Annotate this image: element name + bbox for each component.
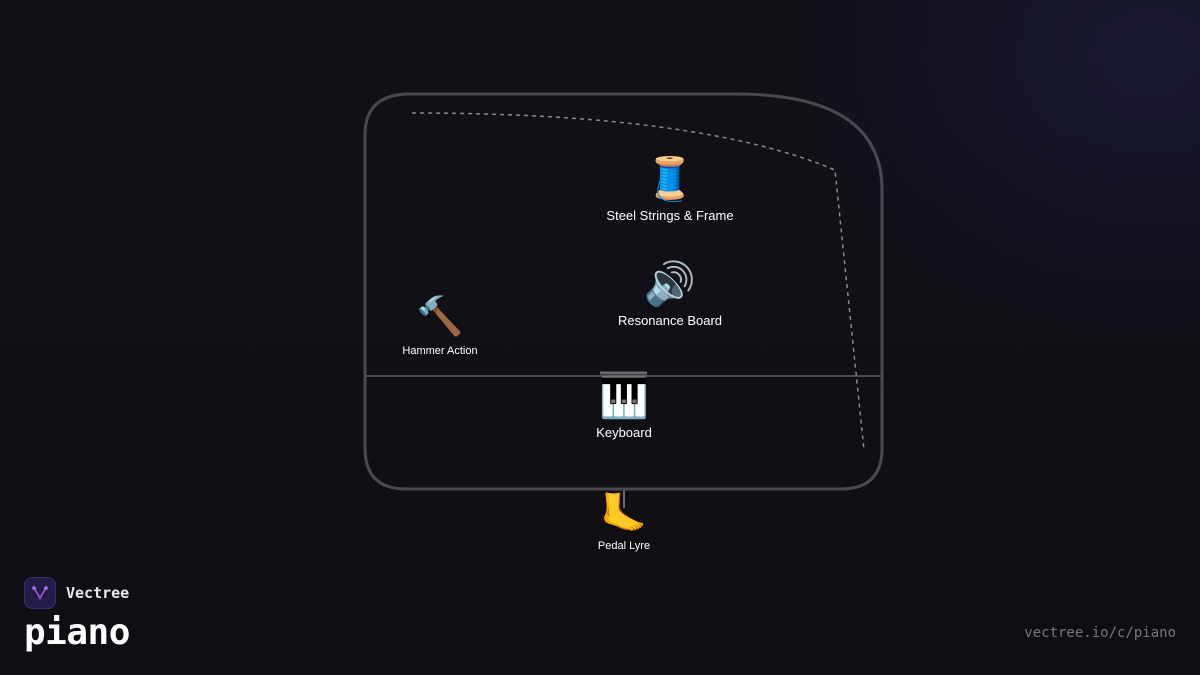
page-url-link[interactable]: vectree.io/c/piano <box>1024 625 1176 641</box>
component-label: Keyboard <box>596 425 652 440</box>
musical-keyboard-icon: 🎹 <box>599 375 649 421</box>
component-label: Steel Strings & Frame <box>606 208 734 223</box>
hammer-icon: 🔨 <box>416 294 464 338</box>
component-steel-strings[interactable]: 🧵 Steel Strings & Frame <box>606 154 734 224</box>
component-pedal-lyre[interactable]: 🦶 Pedal Lyre <box>598 494 650 552</box>
speaker-high-volume-icon: 🔊 <box>643 259 697 308</box>
component-resonance-board[interactable]: 🔊 Resonance Board <box>617 259 723 329</box>
component-label: Pedal Lyre <box>597 540 651 552</box>
brand-name: Vectree <box>66 584 130 602</box>
component-label: Hammer Action <box>402 345 478 357</box>
vectree-logo-icon <box>24 577 56 609</box>
string-path-dashed <box>411 112 865 451</box>
component-label: Resonance Board <box>617 313 723 328</box>
brand[interactable]: Vectree <box>24 577 129 609</box>
spool-of-thread-icon: 🧵 <box>643 154 697 203</box>
component-keyboard[interactable]: 🎹 Keyboard <box>596 378 652 440</box>
page-title: piano <box>24 612 130 653</box>
piano-body-outline <box>363 92 884 491</box>
component-hammer-action[interactable]: 🔨 Hammer Action <box>402 297 477 357</box>
foot-icon: 🦶 <box>600 491 648 535</box>
